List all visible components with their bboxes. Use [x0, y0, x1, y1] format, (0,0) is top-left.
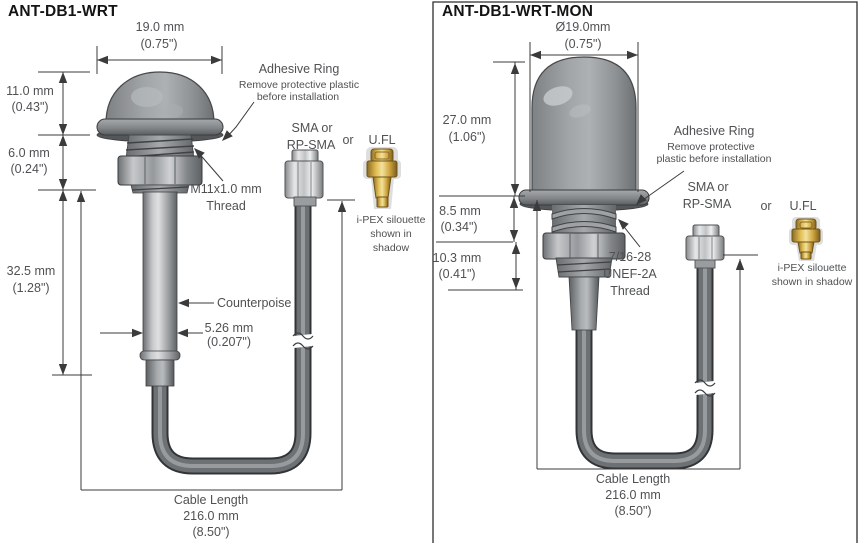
wrt-threads — [125, 134, 195, 160]
wrt-mon-stem — [568, 276, 600, 331]
wrt-mon-dim-upper-mm: 8.5 mm — [439, 204, 481, 218]
wrt-thread-label-1: M11x1.0 mm — [190, 182, 262, 196]
wrt-counterpoise-label: Counterpoise — [217, 296, 292, 310]
wrt-ipex-note-1: i-PEX silouette — [356, 214, 426, 226]
wrt-counterpoise-tube — [142, 191, 178, 354]
wrt-mon-cable-length-in: (8.50") — [614, 504, 652, 518]
wrt-ufl-label: U.FL — [368, 133, 396, 147]
wrt-mon-ipex-note-1: i-PEX silouette — [777, 262, 847, 274]
wrt-dome-highlight — [131, 87, 163, 107]
wrt-cable-length-mm: 216.0 mm — [183, 509, 239, 523]
wrt-adhesive-ring-note-2: before installation — [256, 91, 340, 103]
wrt-mon-dim-dia-mm: Ø19.0mm — [555, 20, 611, 34]
wrt-flange — [96, 118, 224, 136]
wrt-cable-length-label: Cable Length — [173, 493, 249, 507]
wrt-dim-counterpoise-in: (1.28") — [12, 281, 50, 295]
wrt-ipex-note-3: shadow — [372, 242, 410, 254]
wrt-dimension-lines — [38, 46, 355, 491]
wrt-mon-antenna-drawing — [518, 56, 823, 470]
wrt-sleeve — [145, 359, 175, 387]
wrt-dim-dome-in: (0.43") — [11, 100, 49, 114]
wrt-dim-width-mm: 19.0 mm — [135, 20, 185, 34]
wrt-antenna-drawing — [96, 71, 401, 475]
wrt-mon-ufl-label: U.FL — [789, 199, 817, 213]
wrt-mon-thread-label-2: UNEF-2A — [603, 267, 657, 281]
wrt-mon-adhesive-ring-label: Adhesive Ring — [673, 124, 755, 138]
wrt-mon-cable-break — [693, 379, 717, 397]
wrt-sma-label-1: SMA or — [291, 121, 333, 135]
wrt-coax-cable — [151, 205, 312, 475]
wrt-lower-thread — [130, 184, 190, 194]
wrt-mon-sma-label-2: RP-SMA — [682, 197, 732, 211]
wrt-mon-dim-dia-in: (0.75") — [564, 37, 602, 51]
wrt-mon-dim-lower-mm: 10.3 mm — [432, 251, 482, 265]
wrt-mon-thread-label-1: 7/16-28 — [608, 250, 652, 264]
wrt-mon-adhesive-ring-note-2: plastic before installation — [656, 153, 772, 165]
wrt-dim-dome-mm: 11.0 mm — [6, 84, 54, 98]
wrt-mon-dome-highlight-2 — [569, 104, 591, 118]
wrt-mon-panel-title: ANT-DB1-WRT-MON — [442, 3, 594, 20]
wrt-mon-dim-dome-in: (1.06") — [448, 130, 486, 144]
right-panel-border — [432, 1, 858, 543]
wrt-adhesive-ring-label: Adhesive Ring — [258, 62, 340, 76]
wrt-mon-sma-label-1: SMA or — [687, 180, 729, 194]
wrt-panel-title: ANT-DB1-WRT — [8, 3, 118, 20]
wrt-mon-cable-length-label: Cable Length — [595, 472, 671, 486]
wrt-mon-sma-connector — [685, 224, 725, 269]
wrt-rod-dia-mm: 5.26 mm — [204, 321, 254, 335]
wrt-adhesive-ring-note-1: Remove protective plastic — [238, 79, 360, 91]
wrt-dim-thread-mm: 6.0 mm — [8, 146, 50, 160]
wrt-collar — [139, 350, 181, 361]
wrt-mon-cable-length-mm: 216.0 mm — [605, 488, 661, 502]
wrt-mon-coax-cable — [575, 261, 714, 470]
wrt-mon-lower-thread — [555, 257, 613, 278]
wrt-dome-highlight-2 — [161, 104, 183, 118]
wrt-mon-thread-label-3: Thread — [610, 284, 650, 298]
wrt-dim-thread-in: (0.24") — [10, 162, 48, 176]
wrt-mon-dimension-lines — [436, 42, 758, 470]
wrt-mon-dim-lower-in: (0.41") — [438, 267, 476, 281]
wrt-sma-connector — [284, 149, 324, 207]
wrt-cable-break — [291, 332, 315, 350]
wrt-mon-adhesive-ring-note-1: Remove protective — [667, 141, 755, 153]
wrt-mon-dim-dome-mm: 27.0 mm — [442, 113, 492, 127]
wrt-mon-dim-upper-in: (0.34") — [440, 220, 478, 234]
wrt-rod-dia-in: (0.207") — [206, 335, 252, 349]
wrt-mon-or-label: or — [760, 199, 772, 213]
wrt-ufl-connector — [363, 147, 401, 209]
wrt-dim-width-in: (0.75") — [140, 37, 178, 51]
wrt-sma-label-2: RP-SMA — [286, 138, 336, 152]
wrt-or-label: or — [342, 133, 354, 147]
wrt-mon-dome-highlight — [543, 86, 573, 106]
wrt-mon-ufl-connector — [789, 217, 823, 261]
wrt-dim-counterpoise-mm: 32.5 mm — [6, 264, 56, 278]
wrt-cable-length-in: (8.50") — [192, 525, 230, 539]
wrt-ipex-note-2: shown in — [370, 228, 412, 240]
wrt-mon-ipex-note-2: shown in shadow — [771, 276, 853, 288]
wrt-mon-flange — [518, 189, 650, 206]
wrt-mon-dome — [531, 56, 637, 197]
wrt-hex-nut — [117, 155, 203, 186]
wrt-thread-label-2: Thread — [206, 199, 246, 213]
